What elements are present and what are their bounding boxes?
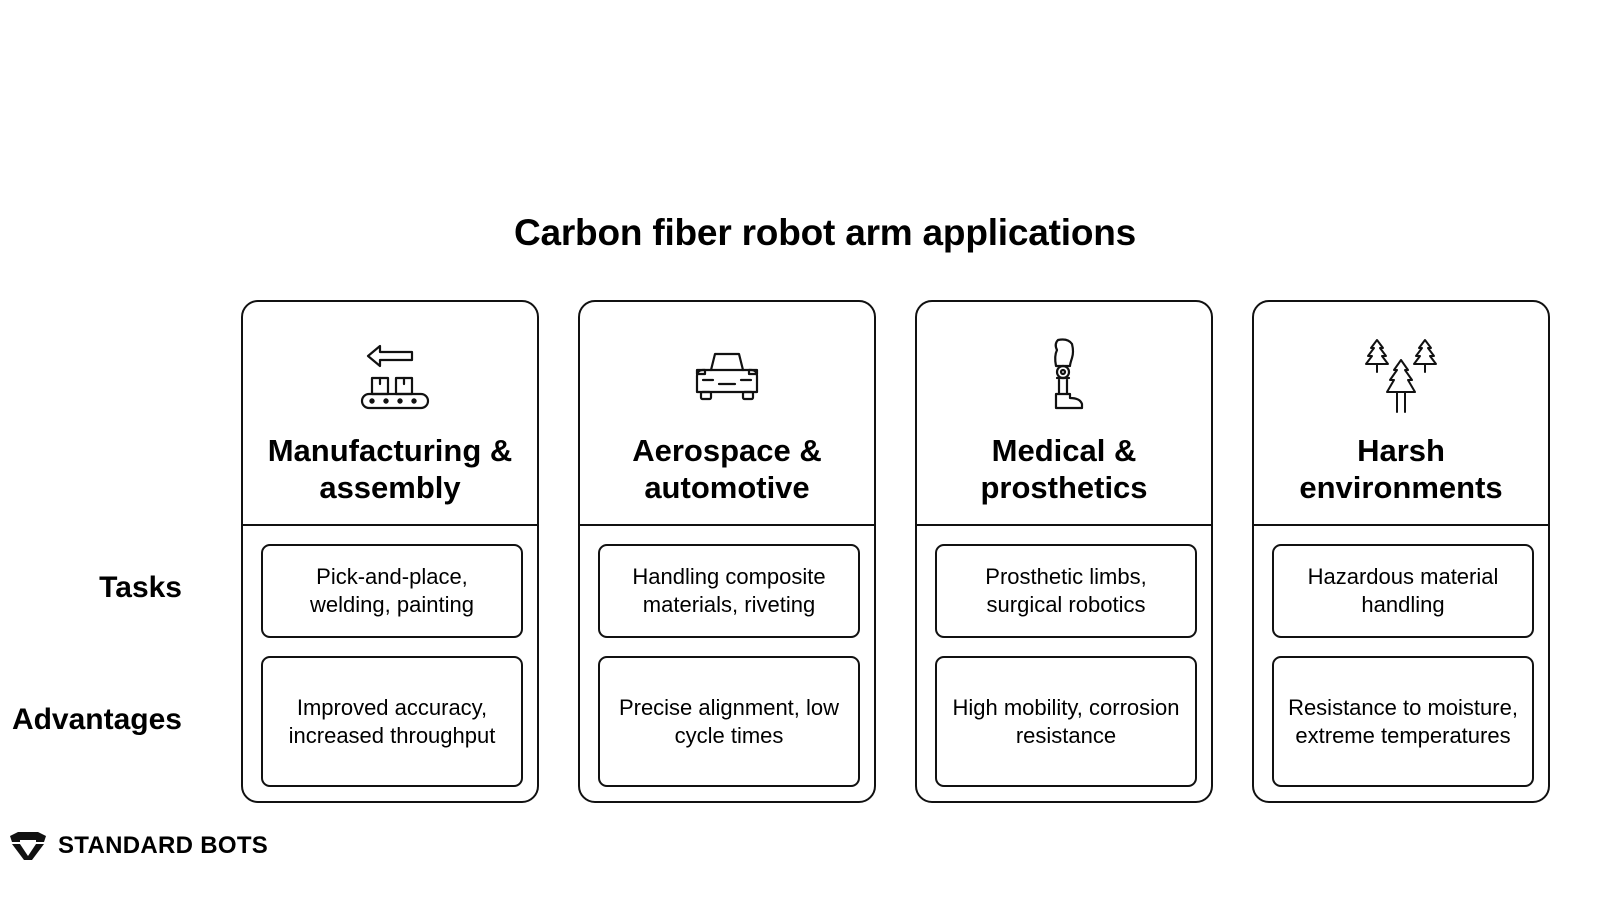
card-header: Aerospace & automotive (580, 302, 874, 526)
advantage-box: Improved accuracy, increased throughput (261, 656, 523, 787)
advantage-box: Precise alignment, low cycle times (598, 656, 860, 787)
task-text: Pick-and-place, welding, painting (310, 564, 474, 617)
card-header: Medical & prosthetics (917, 302, 1211, 526)
advantage-box: Resistance to moisture, extreme temperat… (1272, 656, 1534, 787)
conveyor-belt-icon (350, 336, 430, 416)
task-box: Handling composite materials, riveting (598, 544, 860, 638)
advantage-text: Precise alignment, low cycle times (618, 694, 840, 748)
card-header: Harsh environments (1254, 302, 1548, 526)
brand-logo-text: STANDARD BOTS (58, 832, 269, 859)
task-box: Hazardous material handling (1272, 544, 1534, 638)
advantage-box: High mobility, corrosion resistance (935, 656, 1197, 787)
task-text: Handling composite materials, riveting (632, 564, 826, 617)
advantage-text: Improved accuracy, increased throughput (288, 694, 496, 748)
card-manufacturing: Manufacturing & assembly Pick-and-place,… (241, 300, 539, 803)
card-title: Aerospace & automotive (632, 433, 822, 505)
card-aerospace: Aerospace & automotive Handling composit… (578, 300, 876, 803)
brand-logo: STANDARD BOTS (8, 828, 268, 864)
card-title: Manufacturing & assembly (267, 433, 513, 505)
advantage-text: Resistance to moisture, extreme temperat… (1288, 694, 1518, 748)
task-text: Prosthetic limbs, surgical robotics (985, 564, 1147, 617)
row-label-tasks: Tasks (99, 571, 182, 604)
card-harsh-environments: Harsh environments Hazardous material ha… (1252, 300, 1550, 803)
page-title: Carbon fiber robot arm applications (513, 212, 1137, 253)
car-icon (687, 336, 767, 416)
task-box: Pick-and-place, welding, painting (261, 544, 523, 638)
card-title: Harsh environments (1299, 433, 1503, 505)
trees-icon (1361, 336, 1441, 416)
task-box: Prosthetic limbs, surgical robotics (935, 544, 1197, 638)
advantage-text: High mobility, corrosion resistance (952, 694, 1180, 748)
row-label-advantages: Advantages (11, 703, 182, 736)
task-text: Hazardous material handling (1307, 564, 1499, 617)
card-title: Medical & prosthetics (980, 433, 1148, 505)
card-header: Manufacturing & assembly (243, 302, 537, 526)
card-medical: Medical & prosthetics Prosthetic limbs, … (915, 300, 1213, 803)
prosthetic-leg-icon (1024, 336, 1104, 416)
standard-bots-logo-icon (10, 832, 46, 860)
